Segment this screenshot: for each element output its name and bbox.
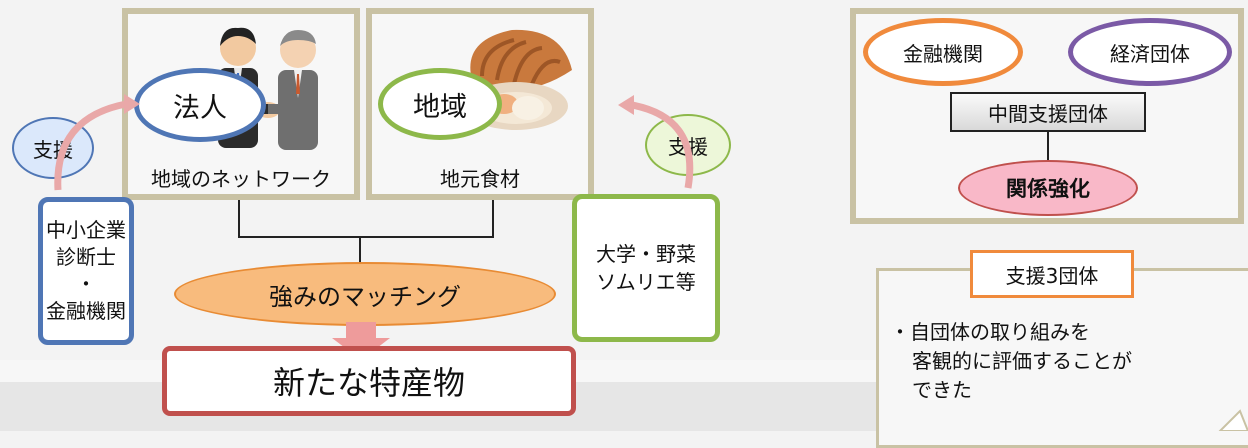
kinyu-ellipse: 金融機関 bbox=[863, 18, 1023, 86]
connector-center bbox=[359, 236, 361, 266]
chiiki-label: 地域 bbox=[378, 68, 502, 140]
left-supporters-box: 中小企業 診断士 ・ 金融機関 bbox=[38, 197, 134, 345]
support-right-bubble: 支援 bbox=[645, 114, 731, 176]
chukan-box: 中間支援団体 bbox=[950, 92, 1146, 132]
note-line-1: ・自団体の取り組みを bbox=[890, 320, 1090, 344]
note-title: 支援3団体 bbox=[970, 250, 1134, 298]
houjin-caption: 地域のネットワーク bbox=[151, 166, 331, 191]
left-supporter-1: 中小企業 bbox=[46, 218, 126, 242]
connector-right-vertical bbox=[492, 200, 494, 238]
chiiki-caption: 地元食材 bbox=[440, 166, 520, 191]
right-supporter-1: 大学・野菜 bbox=[596, 242, 696, 266]
houjin-label: 法人 bbox=[134, 68, 266, 142]
left-supporter-3: ・ bbox=[76, 272, 96, 296]
right-supporters-box: 大学・野菜 ソムリエ等 bbox=[572, 194, 720, 342]
support-left-bubble: 支援 bbox=[12, 117, 94, 179]
note-card bbox=[876, 268, 1248, 448]
note-line-3: できた bbox=[912, 378, 972, 402]
kyouka-ellipse: 関係強化 bbox=[958, 160, 1138, 216]
connector-left-vertical bbox=[238, 200, 240, 238]
matching-ellipse: 強みのマッチング bbox=[174, 262, 556, 326]
note-line-2: 客観的に評価することが bbox=[912, 349, 1132, 373]
right-supporter-2: ソムリエ等 bbox=[596, 270, 696, 294]
connector-horizontal bbox=[238, 236, 494, 238]
result-box: 新たな特産物 bbox=[162, 346, 576, 416]
note-text: ・自団体の取り組みを 客観的に評価することが できた bbox=[890, 318, 1220, 405]
left-supporter-4: 金融機関 bbox=[46, 299, 126, 323]
note-corner-fold bbox=[1218, 409, 1248, 431]
relation-connector bbox=[1047, 132, 1049, 162]
keizai-ellipse: 経済団体 bbox=[1068, 18, 1232, 86]
left-supporter-2: 診断士 bbox=[56, 245, 116, 269]
